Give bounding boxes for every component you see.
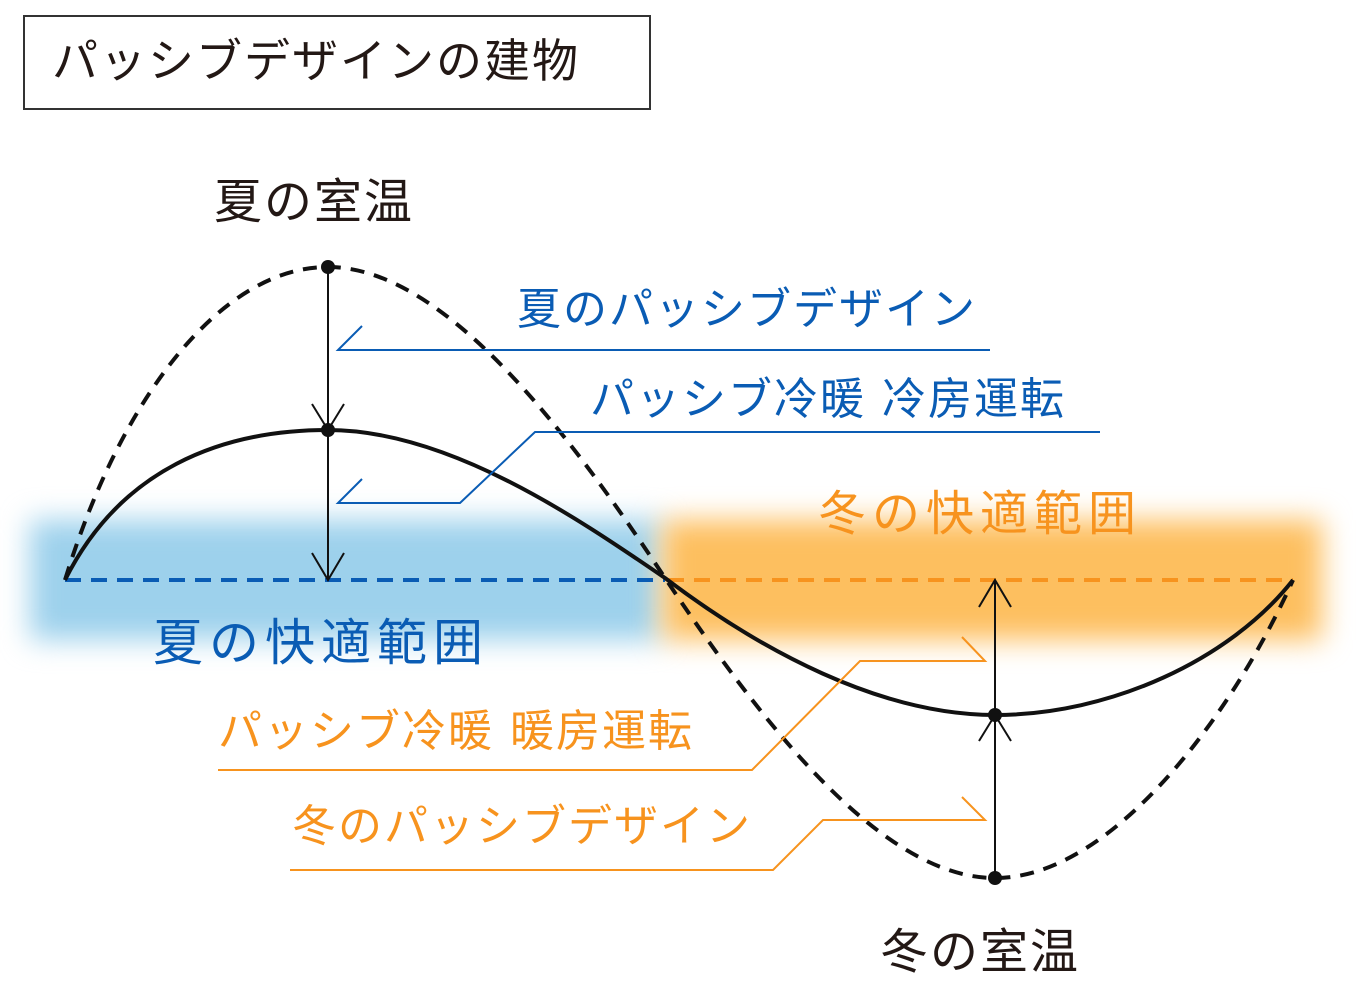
summer-room-temp-label: 夏の室温 [214, 174, 415, 230]
summer-comfort-band [30, 520, 660, 640]
diagram-title: パッシブデザインの建物 [52, 34, 580, 88]
winter-passive-design-label: 冬のパッシブデザイン [292, 801, 752, 852]
summer-passive-design-label: 夏のパッシブデザイン [517, 284, 977, 335]
summer-comfort-range-label: 夏の快適範囲 [153, 614, 489, 672]
summer-design-dot [321, 423, 335, 437]
passive-design-curve [63, 427, 1295, 718]
passive-cooling-label: パッシブ冷暖 冷房運転 [590, 374, 1066, 425]
title-box [23, 15, 651, 110]
passive-cooling-leader [335, 431, 1100, 504]
summer-peak-dot [321, 260, 335, 274]
passive-heating-label: パッシブ冷暖 暖房運転 [218, 706, 694, 757]
winter-comfort-range-label: 冬の快適範囲 [818, 486, 1143, 542]
room-temperature-curve [63, 264, 1295, 881]
winter-room-temp-label: 冬の室温 [880, 924, 1081, 980]
winter-trough-dot [988, 871, 1002, 885]
winter-arrow [978, 578, 1012, 878]
winter-design-dot [988, 708, 1002, 722]
summer-design-leader [335, 325, 990, 351]
passive-heating-leader [218, 636, 988, 771]
winter-design-leader [290, 796, 988, 871]
